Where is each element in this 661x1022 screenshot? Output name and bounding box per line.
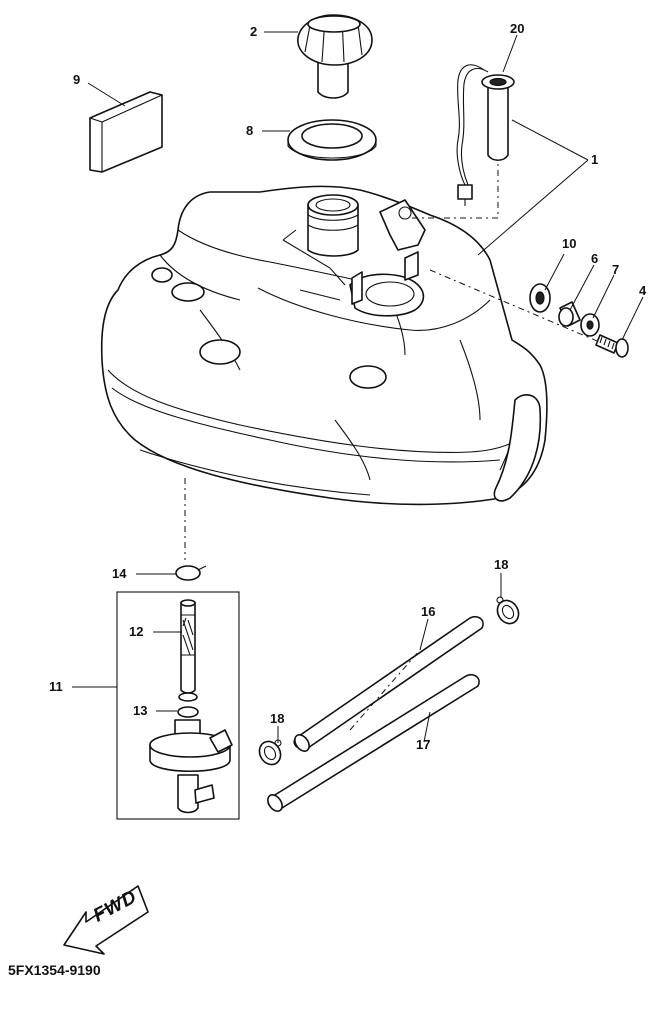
label-part-2: 2 [250, 24, 258, 39]
axis-sender [412, 160, 499, 219]
label-part-8: 8 [246, 123, 254, 138]
label-part-11: 11 [49, 679, 63, 694]
hose-clip-14 [175, 565, 207, 581]
hose-clip-18-upper [496, 596, 520, 625]
label-part-10: 10 [562, 236, 577, 251]
axis-hoses [349, 649, 421, 731]
label-part-12: 12 [129, 624, 144, 639]
label-part-18-upper: 18 [494, 557, 509, 572]
label-part-17: 17 [416, 737, 431, 752]
collar-6 [558, 301, 581, 327]
drawing-code: 5FX1354-9190 [8, 962, 101, 978]
fuel-cap [297, 14, 373, 99]
bolt-4 [595, 334, 629, 358]
washer-7 [580, 313, 600, 337]
grommet-10 [529, 283, 551, 313]
fuel-tank [100, 185, 548, 506]
label-part-14: 14 [112, 566, 127, 581]
rubber-pad [89, 91, 163, 173]
label-part-13: 13 [133, 703, 148, 718]
hose-clip-18-lower [258, 739, 282, 766]
fuel-cock-assembly-box [116, 591, 240, 820]
leader-line-1b [477, 159, 589, 256]
label-part-1: 1 [591, 152, 599, 167]
label-part-9: 9 [73, 72, 81, 87]
leader-line-1a [511, 119, 589, 161]
leader-lines [72, 31, 644, 743]
label-part-6: 6 [591, 251, 599, 266]
label-part-18-lower: 18 [270, 711, 285, 726]
label-part-16: 16 [421, 604, 436, 619]
forward-arrow-icon [63, 885, 149, 955]
breather-hose-17 [267, 673, 480, 812]
fuel-cock [149, 599, 233, 814]
label-part-7: 7 [612, 262, 620, 277]
label-part-4: 4 [639, 283, 647, 298]
label-part-20: 20 [510, 21, 525, 36]
fuel-sender-unit [456, 64, 515, 206]
axis-bolt [429, 269, 631, 356]
filler-gasket [287, 119, 377, 161]
fuel-hose-16 [293, 615, 484, 752]
